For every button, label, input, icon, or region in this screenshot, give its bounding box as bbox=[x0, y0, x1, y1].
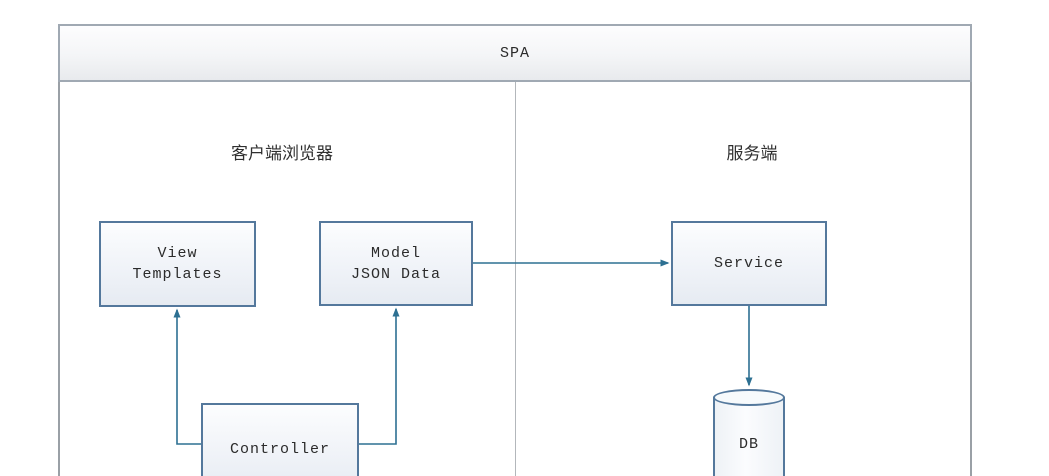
lane-label-server: 服务端 bbox=[726, 144, 778, 164]
diagram-title: SPA bbox=[499, 44, 530, 62]
node-db-cylinder-body bbox=[713, 397, 785, 476]
diagram-title-bar: SPA bbox=[58, 24, 972, 82]
node-controller-label: Controller bbox=[229, 440, 330, 458]
node-db-label: DB bbox=[738, 436, 759, 453]
node-view-templates-line1: View bbox=[157, 245, 198, 262]
node-service: Service bbox=[671, 221, 827, 306]
node-view-templates: View Templates bbox=[99, 221, 256, 307]
lane-divider bbox=[515, 82, 516, 476]
node-view-templates-line2: Templates bbox=[132, 266, 223, 283]
diagram-frame bbox=[58, 82, 972, 476]
node-model-json-data-line1: Model bbox=[370, 244, 421, 262]
node-model-json-data-line2: JSON Data bbox=[350, 265, 441, 283]
lane-label-client: 客户端浏览器 bbox=[231, 144, 333, 164]
node-service-label: Service bbox=[713, 255, 784, 272]
node-model-json-data: Model JSON Data bbox=[319, 221, 473, 306]
node-db-cylinder-top bbox=[713, 389, 785, 406]
node-controller: Controller bbox=[201, 403, 359, 476]
